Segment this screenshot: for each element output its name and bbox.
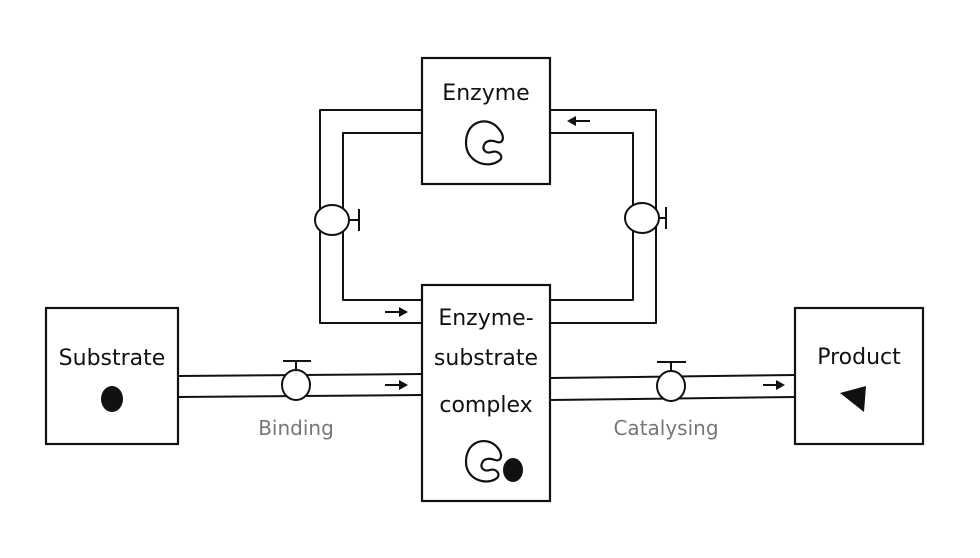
valve-catalysing [656,361,686,402]
arrow-into-enzyme-loop [567,116,590,126]
node-substrate-label: Substrate [59,346,166,371]
valve-right-loop [624,202,667,234]
valve-icon [656,361,686,402]
arrow-binding [385,380,408,390]
edge-label-binding: Binding [258,416,334,440]
node-product: Product [793,306,925,446]
valve-binding [281,360,311,401]
edge-label-catalysing: Catalysing [613,416,718,440]
node-complex-label-line-2: substrate [434,346,538,371]
arrow-catalysing [763,380,785,390]
node-substrate: Substrate [44,306,180,446]
enzyme-icon [464,120,504,166]
enzyme-icon [464,440,503,483]
arrow-icon [385,307,408,317]
node-complex: Enzyme- substrate complex [420,283,552,503]
arrow-icon [763,380,785,390]
substrate-icon [101,386,123,412]
node-product-label: Product [817,345,901,370]
node-complex-label-line-1: Enzyme- [438,306,533,331]
arrow-icon [567,116,590,126]
valve-icon [624,202,667,234]
arrow-icon [385,380,408,390]
arrow-into-complex-loop [385,307,408,317]
node-enzyme: Enzyme [420,56,552,186]
valve-left-loop [314,204,360,236]
product-icon [840,386,866,412]
node-complex-label-line-3: complex [439,393,532,418]
valve-icon [281,360,311,401]
node-enzyme-label: Enzyme [442,81,529,106]
substrate-icon [503,458,523,482]
valve-icon [314,204,360,236]
